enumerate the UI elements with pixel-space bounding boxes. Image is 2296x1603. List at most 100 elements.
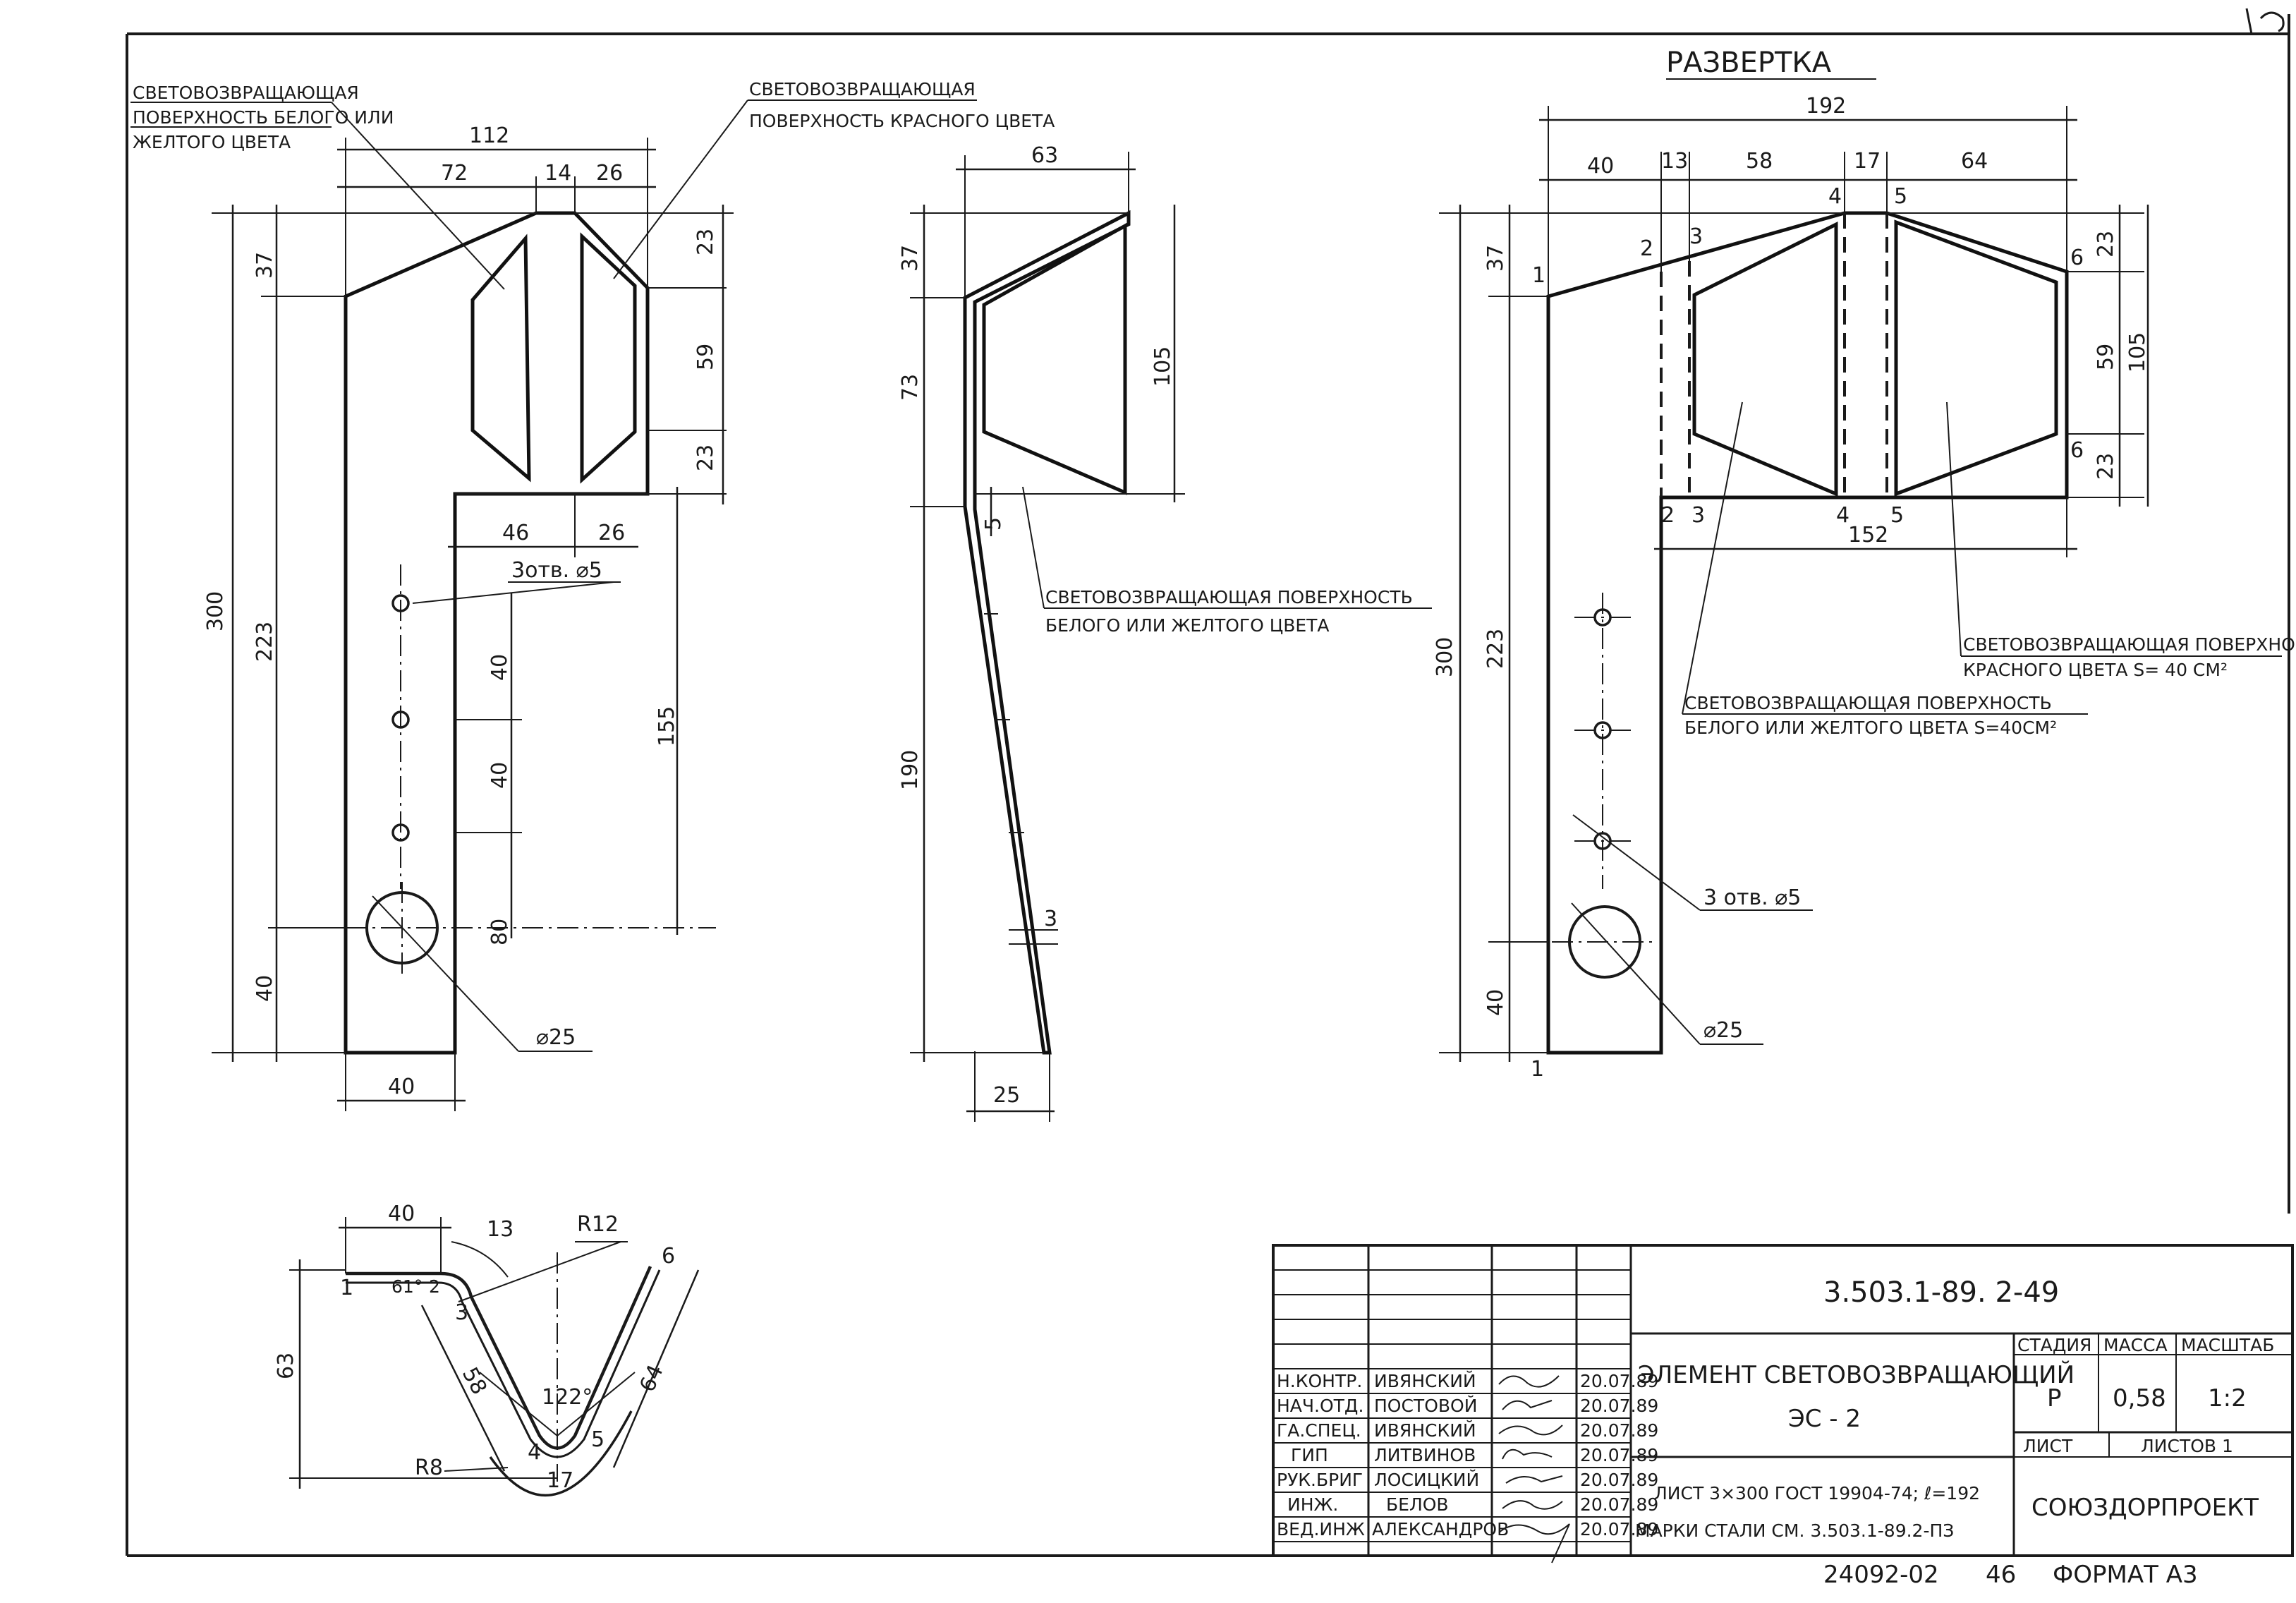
unfold-dim-64: 64 <box>1961 149 1988 174</box>
tb-name-0: ИВЯНСКИЙ <box>1374 1371 1476 1391</box>
side-label-l2: БЕЛОГО ИЛИ ЖЕЛТОГО ЦВЕТА <box>1045 615 1330 636</box>
dim-14: 14 <box>545 161 571 186</box>
dim-72: 72 <box>441 161 468 186</box>
tb-element-name: ЭЛЕМЕНТ СВЕТОВОЗВРАЩАЮЩИЙ <box>1638 1360 2075 1389</box>
side-dim-3: 3 <box>1044 907 1057 931</box>
unfold-title: РАЗВЕРТКА <box>1666 47 1832 79</box>
sect-z-2: 2 <box>429 1276 440 1297</box>
tb-date-2: 20.07.89 <box>1580 1420 1658 1441</box>
unfold-dim-23-top: 23 <box>2094 231 2118 258</box>
tb-date-0: 20.07.89 <box>1580 1371 1658 1391</box>
section-profile <box>346 1266 652 1450</box>
tb-element-code: ЭС - 2 <box>1788 1405 1861 1433</box>
dim-40-b: 40 <box>487 762 512 789</box>
pt-1b: 1 <box>1531 1057 1544 1082</box>
side-dim-73: 73 <box>898 374 923 401</box>
front-label-red: СВЕТОВОЗВРАЩАЮЩАЯ ПОВЕРХНОСТЬ КРАСНОГО Ц… <box>613 79 1055 279</box>
dim-37: 37 <box>253 252 277 279</box>
side-label-l1: СВЕТОВОЗВРАЩАЮЩАЯ ПОВЕРХНОСТЬ <box>1045 587 1413 607</box>
unfold-dim-192: 192 <box>1806 94 1846 119</box>
unfold-label-hole-big: ⌀25 <box>1703 1018 1743 1043</box>
sect-r8: R8 <box>415 1456 443 1480</box>
tb-name-2: ИВЯНСКИЙ <box>1374 1420 1476 1441</box>
tb-org: СОЮЗДОРПРОЕКТ <box>2031 1494 2259 1522</box>
dim-40-a: 40 <box>487 654 512 681</box>
sect-ang-61: 61° <box>391 1276 423 1297</box>
side-view: СВЕТОВОЗВРАЩАЮЩАЯ ПОВЕРХНОСТЬ БЕЛОГО ИЛИ… <box>898 143 1432 1122</box>
sect-dim-17: 17 <box>547 1468 573 1493</box>
tb-signatures <box>1498 1375 1570 1563</box>
dim-59: 59 <box>693 344 718 370</box>
sheet-frame <box>126 8 2290 1557</box>
tb-date-6: 20.07.89 <box>1580 1519 1658 1540</box>
unfold-view: РАЗВЕРТКА 1 2 3 4 5 6 6 2 3 4 5 <box>1433 47 2296 1082</box>
unfold-dim-105: 105 <box>2125 332 2150 373</box>
tb-sheets: ЛИСТОВ 1 <box>2141 1436 2233 1456</box>
unfold-label-red-l1: СВЕТОВОЗВРАЩАЮЩАЯ ПОВЕРХНОСТЬ <box>1963 634 2296 655</box>
unfold-label-white-l2: БЕЛОГО ИЛИ ЖЕЛТОГО ЦВЕТА S=40СМ² <box>1684 718 2057 738</box>
pt-2b: 2 <box>1661 503 1675 528</box>
pt-3b: 3 <box>1691 503 1705 528</box>
side-dim-25: 25 <box>993 1083 1020 1108</box>
sect-dim-63: 63 <box>274 1353 298 1379</box>
unfold-dim-59: 59 <box>2094 344 2118 370</box>
tb-role-0: Н.КОНТР. <box>1277 1371 1362 1391</box>
dim-26-top: 26 <box>596 161 623 186</box>
sect-dim-58: 58 <box>457 1363 492 1398</box>
sect-ang-122: 122° <box>542 1385 593 1410</box>
footer-format: ФОРМАТ А3 <box>2053 1561 2198 1589</box>
tb-sheet: ЛИСТ <box>2023 1436 2073 1456</box>
unfold-dim-223: 223 <box>1483 629 1508 669</box>
front-label-white: СВЕТОВОЗВРАЩАЮЩАЯ ПОВЕРХНОСТЬ БЕЛОГО ИЛИ… <box>130 83 505 290</box>
tb-date-3: 20.07.89 <box>1580 1445 1658 1465</box>
pt-6-top: 6 <box>2070 246 2084 270</box>
front-dims-right: 23 59 23 155 <box>455 205 734 935</box>
unfold-dim-37: 37 <box>1483 245 1508 272</box>
side-dim-190: 190 <box>898 750 923 790</box>
front-dims-left: 300 37 223 40 <box>203 205 536 1062</box>
unfold-red-panel <box>1894 219 2058 497</box>
label-holes-front: 3отв. ⌀5 <box>511 558 602 583</box>
unfold-dim-40: 40 <box>1483 989 1508 1016</box>
tb-role-1: НАЧ.ОТД. <box>1277 1396 1363 1416</box>
dim-23-top: 23 <box>693 229 718 255</box>
unfold-dim-58: 58 <box>1746 149 1773 174</box>
side-dim-5: 5 <box>981 517 1006 531</box>
front-view: СВЕТОВОЗВРАЩАЮЩАЯ ПОВЕРХНОСТЬ БЕЛОГО ИЛИ… <box>130 79 1055 1111</box>
front-white-panel <box>470 234 531 483</box>
sect-dim-40: 40 <box>388 1202 415 1226</box>
side-dim-105: 105 <box>1150 346 1175 387</box>
tb-date-4: 20.07.89 <box>1580 1470 1658 1490</box>
tb-date-5: 20.07.89 <box>1580 1494 1658 1515</box>
sect-pt-1: 1 <box>340 1276 353 1300</box>
tb-stage-header: СТАДИЯ <box>2017 1335 2091 1355</box>
sect-pt-6: 6 <box>662 1244 675 1269</box>
unfold-dim-152: 152 <box>1848 523 1888 548</box>
sect-dim-13: 13 <box>487 1217 514 1242</box>
tb-signers: Н.КОНТР. ИВЯНСКИЙ 20.07.89 НАЧ.ОТД. ПОСТ… <box>1277 1371 1658 1540</box>
dim-223: 223 <box>253 622 277 662</box>
dim-40-bottom: 40 <box>388 1075 415 1099</box>
dim-80: 80 <box>487 919 512 945</box>
section-view: 40 13 R12 61° 2 63 58 64 122° R8 17 1 3 … <box>274 1202 700 1497</box>
unfold-label-red-l2: КРАСНОГО ЦВЕТА S= 40 СМ² <box>1963 660 2228 680</box>
dim-26-mid: 26 <box>598 521 625 545</box>
unfold-dim-40: 40 <box>1587 154 1614 179</box>
tb-scale: 1:2 <box>2208 1384 2247 1413</box>
dim-46: 46 <box>502 521 529 545</box>
side-reflector <box>982 222 1127 495</box>
tb-name-5: БЕЛОВ <box>1386 1494 1449 1515</box>
tb-name-4: ЛОСИЦКИЙ <box>1374 1470 1479 1490</box>
tb-role-6: ВЕД.ИНЖ <box>1277 1519 1365 1540</box>
sect-pt-5: 5 <box>591 1427 605 1452</box>
unfold-dim-13: 13 <box>1661 149 1688 174</box>
unfold-label-holes: 3 отв. ⌀5 <box>1703 885 1801 910</box>
dim-112: 112 <box>469 123 509 148</box>
pt-4: 4 <box>1828 184 1842 209</box>
front-red-panel <box>580 232 637 484</box>
tb-code: 3.503.1-89. 2-49 <box>1823 1276 2059 1309</box>
dim-23-bottom: 23 <box>693 444 718 471</box>
unfold-points: 1 2 3 4 5 6 6 2 3 4 5 1 <box>1531 184 2084 1082</box>
unfold-label-white-l1: СВЕТОВОЗВРАЩАЮЩАЯ ПОВЕРХНОСТЬ <box>1684 693 2052 713</box>
